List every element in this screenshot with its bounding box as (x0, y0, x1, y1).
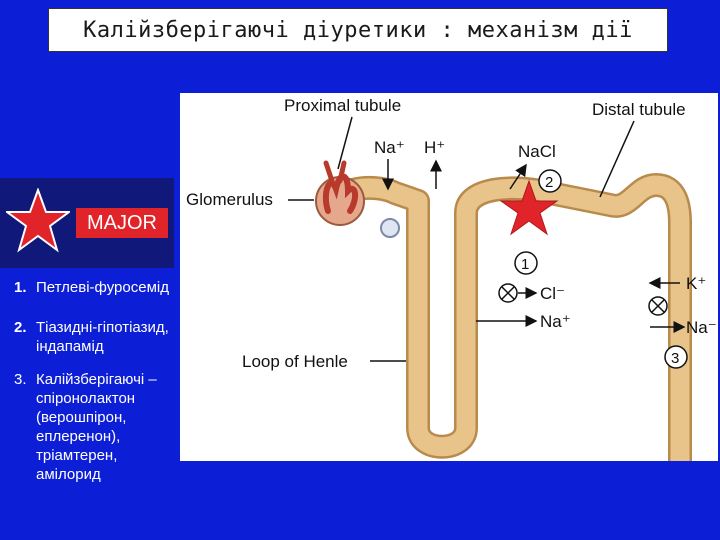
star-icon (499, 179, 559, 236)
proximal-pointer (337, 116, 353, 170)
marker-3-circle (664, 345, 688, 369)
list-number: 3. (14, 371, 27, 388)
list-text: Тіазидні-гіпотіазид, (36, 319, 169, 336)
k-plus-label: K⁺ (686, 274, 706, 293)
marker-2-label: 2 (545, 174, 553, 191)
marker-1-label: 1 (521, 256, 529, 273)
transporter-icon (498, 283, 518, 303)
list-text: Калійзберігаючі – (36, 371, 157, 388)
h-plus-label: H⁺ (424, 138, 445, 157)
list-text: Петлеві-фуросемід (36, 279, 169, 296)
na-minus-label: Na⁻ (686, 318, 717, 337)
list-item: 1. Петлеві-фуросемід (14, 278, 169, 297)
glomerulus-shape (315, 160, 365, 226)
list-number: 1. (14, 279, 27, 296)
nephron-diagram: Proximal tubule Distal tubule Glomerulus… (180, 93, 718, 461)
list-item: 2. Тіазидні-гіпотіазид, індапамід (14, 318, 169, 356)
list-text: (верошпірон, (36, 409, 127, 426)
list-number: 2. (14, 319, 27, 336)
major-label: MAJOR (76, 208, 168, 238)
list-text: амілорид (36, 466, 101, 483)
star-icon (6, 188, 70, 253)
cell-icon (380, 218, 400, 238)
distal-pointer (599, 120, 635, 198)
marker-3-label: 3 (671, 350, 679, 367)
proximal-tubule-label: Proximal tubule (284, 96, 401, 115)
list-text: індапамід (36, 338, 104, 355)
cl-minus-label: Cl⁻ (540, 284, 565, 303)
na-plus-label: Na⁺ (374, 138, 405, 157)
distal-tubule-label: Distal tubule (592, 100, 686, 119)
list-item: 3. Калійзберігаючі – спіронолактон (верош… (14, 370, 157, 484)
nacl-label: NaCl (518, 142, 556, 161)
slide-title: Калійзберігаючі діуретики : механізм дії (83, 17, 633, 43)
marker-2-circle (538, 169, 562, 193)
title-banner: Калійзберігаючі діуретики : механізм дії (48, 8, 668, 52)
list-text: еплеренон), (36, 428, 121, 445)
nacl-arrow (509, 163, 527, 190)
glomerulus-label: Glomerulus (186, 190, 273, 209)
list-text: спіронолактон (36, 390, 136, 407)
marker-1-circle (514, 251, 538, 275)
loop-of-henle-label: Loop of Henle (242, 352, 348, 371)
transporter-icon (648, 296, 668, 316)
na-plus-2-label: Na⁺ (540, 312, 571, 331)
list-text: тріамтерен, (36, 447, 118, 464)
major-badge: MAJOR (0, 178, 174, 268)
